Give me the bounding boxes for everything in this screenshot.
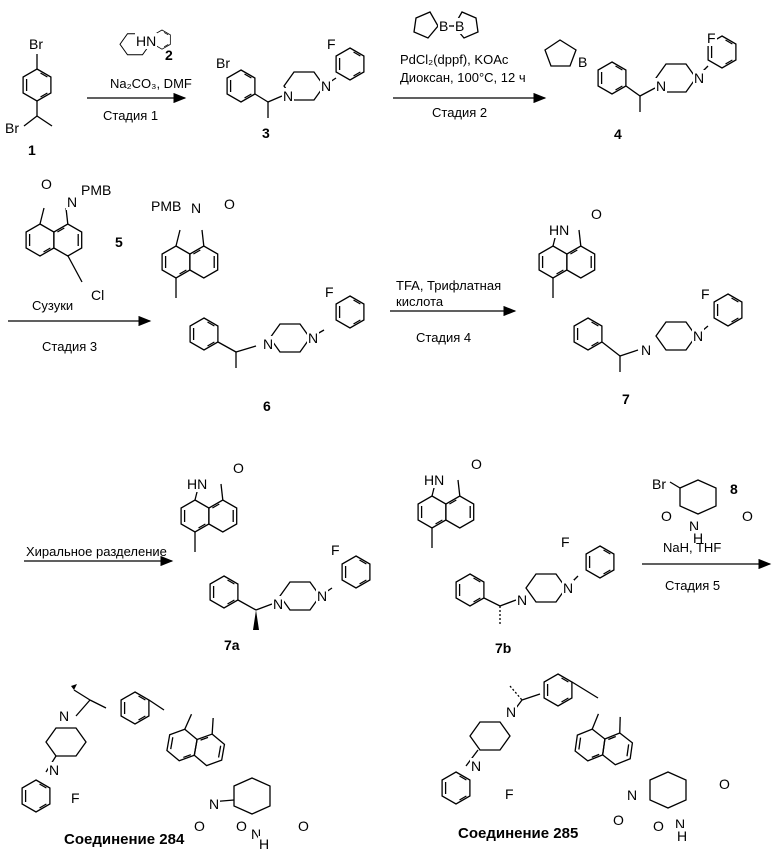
compound-5-structure — [26, 208, 82, 282]
step4-stage: Стадия 4 — [416, 330, 471, 346]
atom-b: B — [577, 54, 588, 70]
step5-stage: Стадия 5 — [665, 578, 720, 594]
compound-label-6: 6 — [263, 398, 271, 414]
atom-n: N — [190, 200, 202, 216]
compound-label-8: 8 — [730, 481, 738, 497]
atom-pmb: PMB — [80, 182, 112, 198]
compound-label-5: 5 — [115, 234, 123, 250]
atom-n: N — [66, 194, 78, 210]
atom-o: O — [193, 818, 206, 834]
step2-reagent2: Диоксан, 100°C, 12 ч — [400, 70, 526, 86]
atom-o: O — [232, 460, 245, 476]
atom-br: Br — [215, 55, 231, 71]
atom-n: N — [470, 758, 482, 774]
atom-f: F — [706, 30, 717, 46]
atom-o: O — [297, 818, 310, 834]
atom-n: N — [272, 596, 284, 612]
atom-n: N — [640, 342, 652, 358]
atom-n: N — [282, 88, 294, 104]
atom-n: N — [562, 580, 574, 596]
atom-h: H — [258, 836, 270, 852]
atom-h: H — [676, 828, 688, 844]
product-284-label: Соединение 284 — [64, 832, 184, 848]
atom-hn: HN — [548, 222, 570, 238]
compound-label-7: 7 — [622, 391, 630, 407]
atom-o: O — [612, 812, 625, 828]
atom-b: B — [454, 18, 465, 34]
atom-o: O — [660, 508, 673, 524]
step3-reagent: Сузуки — [32, 298, 73, 314]
atom-n: N — [626, 787, 638, 803]
atom-br: Br — [651, 476, 667, 492]
atom-f: F — [700, 286, 711, 302]
compound-label-7a: 7a — [224, 637, 240, 653]
atom-f: F — [560, 534, 571, 550]
atom-o: O — [40, 176, 53, 192]
atom-n: N — [692, 328, 704, 344]
atom-hn: HN — [186, 476, 208, 492]
step2-reagent1: PdCl₂(dppf), KOAc — [400, 52, 508, 68]
atom-n: N — [48, 762, 60, 778]
atom-n: N — [320, 78, 332, 94]
compound-8-structure — [670, 480, 716, 514]
atom-n: N — [505, 704, 517, 720]
compound-4-structure — [545, 36, 736, 112]
step2-stage: Стадия 2 — [432, 105, 487, 121]
atom-b: B — [438, 18, 449, 34]
atom-o: O — [590, 206, 603, 222]
atom-n: N — [208, 796, 220, 812]
compound-label-4: 4 — [614, 126, 622, 142]
atom-pmb: PMB — [150, 198, 182, 214]
step3-stage: Стадия 3 — [42, 339, 97, 355]
atom-f: F — [504, 786, 515, 802]
atom-n: N — [58, 708, 70, 724]
atom-cl: Cl — [90, 287, 105, 303]
atom-hn: HN — [423, 472, 445, 488]
atom-f: F — [324, 284, 335, 300]
step5-reagent: NaH, THF — [663, 540, 721, 556]
atom-o: O — [741, 508, 754, 524]
atom-n: N — [307, 330, 319, 346]
step1-stage: Стадия 1 — [103, 108, 158, 124]
atom-n: N — [693, 70, 705, 86]
step4-reagent1: TFA, Трифлатная — [396, 278, 501, 294]
atom-f: F — [326, 36, 337, 52]
step1-reagent: Na₂CO₃, DMF — [110, 76, 192, 92]
compound-label-7b: 7b — [495, 640, 511, 656]
compound-284-structure — [22, 684, 270, 814]
atom-o: O — [223, 196, 236, 212]
compound-285-structure — [442, 674, 686, 808]
atom-n: N — [262, 336, 274, 352]
resolution-label: Хиральное разделение — [26, 544, 167, 560]
atom-f: F — [70, 790, 81, 806]
compound-label-3: 3 — [262, 125, 270, 141]
compound-label-1: 1 — [28, 142, 36, 158]
atom-n: N — [655, 78, 667, 94]
step4-reagent2: кислота — [396, 294, 443, 310]
atom-o: O — [235, 818, 248, 834]
atom-o: O — [718, 776, 731, 792]
atom-br: Br — [28, 36, 44, 52]
atom-n: N — [316, 588, 328, 604]
atom-o: O — [652, 818, 665, 834]
atom-f: F — [330, 542, 341, 558]
atom-br: Br — [4, 120, 20, 136]
compound-1-structure — [23, 54, 52, 126]
product-285-label: Соединение 285 — [458, 826, 578, 842]
atom-o: O — [470, 456, 483, 472]
atom-hn: HN — [135, 33, 157, 49]
compound-label-2: 2 — [165, 47, 173, 63]
compound-3-structure — [227, 48, 364, 118]
atom-n: N — [516, 592, 528, 608]
